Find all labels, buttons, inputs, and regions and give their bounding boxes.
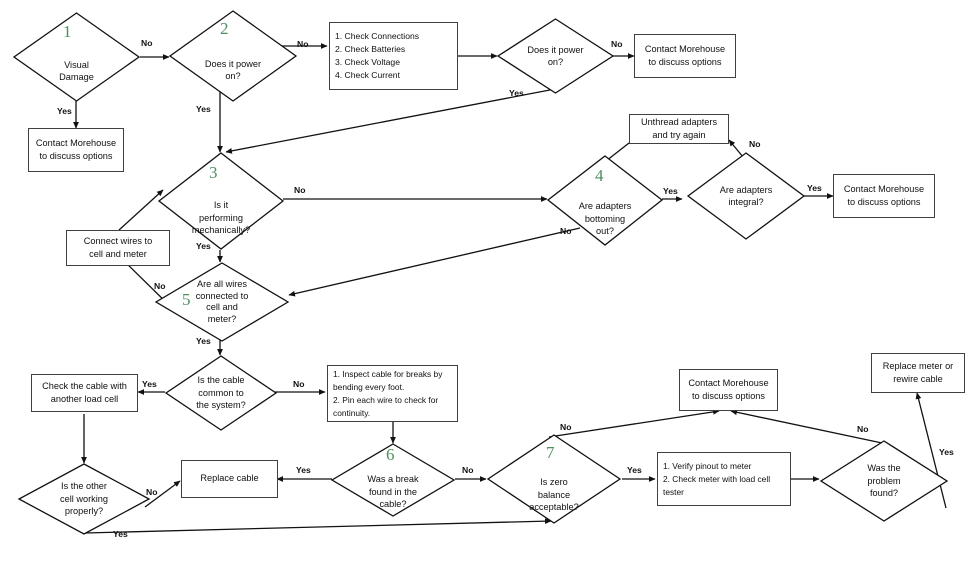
- decision-visual-damage[interactable]: 1 Visual Damage: [12, 12, 141, 102]
- box-replace-cable[interactable]: Replace cable: [181, 460, 278, 498]
- edge-label-d4-no: No: [560, 226, 572, 236]
- box-contact-morehouse-bottom[interactable]: Contact Morehouse to discuss options: [679, 369, 778, 411]
- decision-performing-mechanically[interactable]: 3 Is it performing mechanically?: [157, 152, 285, 250]
- edge-label-other-cell-no: No: [146, 487, 158, 497]
- decision-cable-common[interactable]: Is the cable common to the system?: [164, 355, 278, 431]
- box-unthread-adapters-text: Unthread adapters and try again: [640, 116, 718, 141]
- edge-label-problem-found-yes: Yes: [939, 447, 954, 457]
- edge-label-d2-no: No: [297, 39, 309, 49]
- edge-label-power2-yes: Yes: [509, 88, 524, 98]
- edge-d4-no-to-d5: [288, 227, 581, 297]
- edge-label-d7-yes: Yes: [627, 465, 642, 475]
- box-contact-morehouse-top-left[interactable]: Contact Morehouse to discuss options: [28, 128, 124, 172]
- edge-connect-to-d3: [118, 189, 164, 231]
- decision-break-found[interactable]: 6 Was a break found in the cable?: [330, 443, 456, 517]
- edge-label-integral-yes: Yes: [807, 183, 822, 193]
- decision-all-wires-connected[interactable]: 5 Are all wires connected to cell and me…: [154, 262, 290, 342]
- decision-other-cell-working[interactable]: Is the other cell working properly?: [17, 463, 151, 535]
- box-verify-pinout[interactable]: 1. Verify pinout to meter 2. Check meter…: [657, 452, 791, 506]
- decision-power-on-1[interactable]: 2 Does it power on?: [168, 10, 298, 102]
- decision-power-on-2[interactable]: Does it power on?: [496, 18, 615, 94]
- box-connect-wires-text: Connect wires to cell and meter: [83, 235, 153, 260]
- box-contact-morehouse-bottom-text: Contact Morehouse to discuss options: [688, 377, 769, 402]
- box-verify-pinout-text: 1. Verify pinout to meter 2. Check meter…: [663, 460, 771, 497]
- box-inspect-cable-text: 1. Inspect cable for breaks by bending e…: [333, 368, 443, 418]
- edge-label-d6-no: No: [462, 465, 474, 475]
- decision-adapters-integral[interactable]: Are adapters integral?: [686, 152, 806, 240]
- edge-label-d3-yes: Yes: [196, 241, 211, 251]
- box-inspect-cable[interactable]: 1. Inspect cable for breaks by bending e…: [327, 365, 458, 422]
- box-replace-meter-text: Replace meter or rewire cable: [882, 360, 954, 385]
- edge-label-d3-no: No: [294, 185, 306, 195]
- decision-problem-found[interactable]: Was the problem found?: [819, 440, 949, 522]
- edge-label-other-cell-yes: Yes: [113, 529, 128, 539]
- box-connect-wires[interactable]: Connect wires to cell and meter: [66, 230, 170, 266]
- edge-label-d4-yes: Yes: [663, 186, 678, 196]
- edge-label-problem-found-no: No: [857, 424, 869, 434]
- edge-label-d7-no: No: [560, 422, 572, 432]
- edge-label-d5-no: No: [154, 281, 166, 291]
- box-contact-morehouse-mid-right-text: Contact Morehouse to discuss options: [843, 183, 925, 208]
- edge-label-power2-no: No: [611, 39, 623, 49]
- edge-label-d1-no: No: [141, 38, 153, 48]
- box-contact-morehouse-top-right-text: Contact Morehouse to discuss options: [644, 43, 726, 68]
- edge-other-cell-yes-to-d7: [84, 518, 552, 534]
- box-contact-morehouse-mid-right[interactable]: Contact Morehouse to discuss options: [833, 174, 935, 218]
- edge-label-cable-common-yes: Yes: [142, 379, 157, 389]
- box-contact-morehouse-top-right[interactable]: Contact Morehouse to discuss options: [634, 34, 736, 78]
- edge-label-d2-yes: Yes: [196, 104, 211, 114]
- decision-zero-balance[interactable]: 7 Is zero balance acceptable?: [486, 434, 622, 524]
- box-contact-morehouse-top-left-text: Contact Morehouse to discuss options: [35, 137, 117, 162]
- edge-label-d6-yes: Yes: [296, 465, 311, 475]
- box-check-list-text: 1. Check Connections 2. Check Batteries …: [335, 31, 420, 80]
- box-check-cable-other-load-cell-text: Check the cable with another load cell: [42, 380, 127, 405]
- box-unthread-adapters[interactable]: Unthread adapters and try again: [629, 114, 729, 144]
- edge-label-integral-no: No: [749, 139, 761, 149]
- box-check-list[interactable]: 1. Check Connections 2. Check Batteries …: [329, 22, 458, 90]
- edge-label-d5-yes: Yes: [196, 336, 211, 346]
- edge-label-cable-common-no: No: [293, 379, 305, 389]
- edge-label-d1-yes: Yes: [57, 106, 72, 116]
- box-replace-meter[interactable]: Replace meter or rewire cable: [871, 353, 965, 393]
- box-check-cable-other-load-cell[interactable]: Check the cable with another load cell: [31, 374, 138, 412]
- box-replace-cable-text: Replace cable: [200, 473, 259, 484]
